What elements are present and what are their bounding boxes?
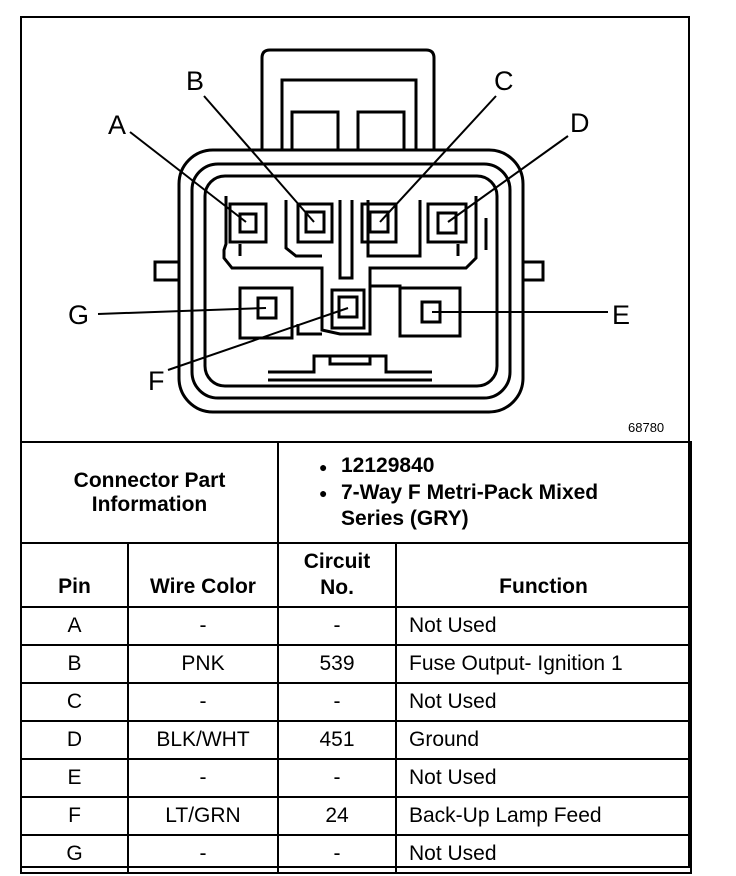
part-number-line: ● 12129840 xyxy=(319,453,690,479)
leader-line-c xyxy=(379,95,497,223)
pin-cell: B xyxy=(20,644,129,684)
column-header-function: Function xyxy=(395,542,692,608)
connector-latch xyxy=(260,48,436,150)
part-number: 12129840 xyxy=(341,454,435,478)
pin-cell: C xyxy=(20,682,129,722)
pin-label-e: E xyxy=(612,300,630,330)
table-row: C - - Not Used xyxy=(20,682,692,722)
table-row: A - - Not Used xyxy=(20,606,692,646)
circuit-cell: 24 xyxy=(277,796,397,836)
table-row: B PNK 539 Fuse Output- Ignition 1 xyxy=(20,644,692,684)
bullet-icon: ● xyxy=(319,484,328,501)
function-cell: Not Used xyxy=(395,758,692,798)
pin-label-g: G xyxy=(68,300,89,330)
leader-line-b xyxy=(203,95,315,223)
connector-inner-webbing xyxy=(222,196,488,336)
connector-side-ears xyxy=(153,260,545,282)
circuit-cell: - xyxy=(277,682,397,722)
part-description: 7-Way F Metri-Pack Mixed Series (GRY) xyxy=(341,480,599,530)
leader-line-f xyxy=(167,307,349,371)
circuit-cell: 451 xyxy=(277,720,397,760)
circuit-cell: - xyxy=(277,758,397,798)
wire-color-cell: LT/GRN xyxy=(127,796,279,836)
table-row: E - - Not Used xyxy=(20,758,692,798)
wire-color-cell: PNK xyxy=(127,644,279,684)
circuit-cell: 539 xyxy=(277,644,397,684)
function-cell: Not Used xyxy=(395,606,692,646)
pin-letter-labels: A B C D E F G xyxy=(68,66,630,396)
circuit-cell: - xyxy=(277,834,397,874)
connector-part-info-text: Connector Part Information xyxy=(73,468,226,516)
wire-color-cell: - xyxy=(127,758,279,798)
connector-part-details: ● 12129840 ● 7-Way F Metri-Pack Mixed Seri… xyxy=(277,441,692,544)
column-header-row: Pin Wire Color Circuit No. Function xyxy=(20,542,692,608)
table-row: G - - Not Used xyxy=(20,834,692,874)
pin-label-c: C xyxy=(494,66,514,96)
pin-cell: G xyxy=(20,834,129,874)
pin-leader-lines xyxy=(97,95,608,371)
cavity-d xyxy=(426,202,468,244)
pin-label-b: B xyxy=(186,66,204,96)
connector-part-info-label: Connector Part Information xyxy=(20,441,279,544)
connector-diagram: A B C D E F G 68780 xyxy=(68,48,664,435)
table-row: F LT/GRN 24 Back-Up Lamp Feed xyxy=(20,796,692,836)
function-cell: Fuse Output- Ignition 1 xyxy=(395,644,692,684)
cavity-f xyxy=(330,288,366,330)
part-description-line: ● 7-Way F Metri-Pack Mixed Series (GRY) xyxy=(319,480,690,532)
column-header-pin: Pin xyxy=(20,542,129,608)
cavity-b xyxy=(296,202,334,244)
connector-housing xyxy=(177,148,525,414)
connector-pinout-table: Connector Part Information ● 12129840 ● 7-… xyxy=(20,441,692,874)
connector-info-row: Connector Part Information ● 12129840 ● 7-… xyxy=(20,441,692,544)
pin-cell: E xyxy=(20,758,129,798)
pin-label-d: D xyxy=(570,108,590,138)
connector-bottom-key xyxy=(268,354,432,382)
pin-label-a: A xyxy=(108,110,126,140)
pin-cell: F xyxy=(20,796,129,836)
table-row: D BLK/WHT 451 Ground xyxy=(20,720,692,760)
leader-line-g xyxy=(97,307,267,315)
cavity-c xyxy=(360,202,398,244)
figure-number: 68780 xyxy=(628,420,664,435)
function-cell: Back-Up Lamp Feed xyxy=(395,796,692,836)
column-header-wire-color: Wire Color xyxy=(127,542,279,608)
column-header-circuit-text: Circuit No. xyxy=(303,550,371,599)
pin-cell: D xyxy=(20,720,129,760)
column-header-circuit: Circuit No. xyxy=(277,542,397,608)
function-cell: Ground xyxy=(395,720,692,760)
wire-color-cell: - xyxy=(127,834,279,874)
function-cell: Not Used xyxy=(395,834,692,874)
leader-line-d xyxy=(447,135,569,223)
terminal-cavities xyxy=(228,202,468,340)
bullet-icon: ● xyxy=(319,458,328,475)
function-cell: Not Used xyxy=(395,682,692,722)
wire-color-cell: - xyxy=(127,606,279,646)
circuit-cell: - xyxy=(277,606,397,646)
wire-color-cell: BLK/WHT xyxy=(127,720,279,760)
leader-line-a xyxy=(129,131,247,223)
wire-color-cell: - xyxy=(127,682,279,722)
pin-label-f: F xyxy=(148,366,165,396)
pin-cell: A xyxy=(20,606,129,646)
cavity-a xyxy=(228,202,268,244)
